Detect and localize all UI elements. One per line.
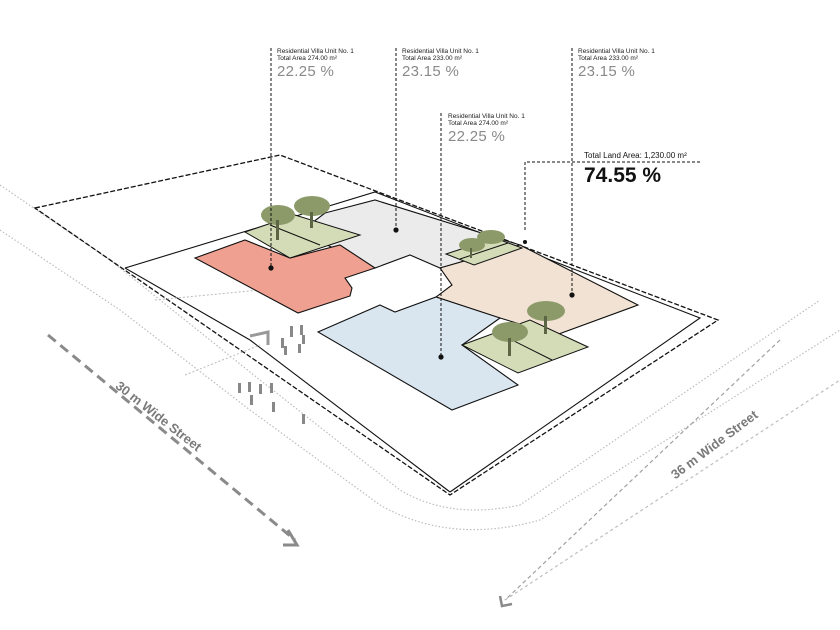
street-edges [0,184,840,601]
unit-percent: 22.25 % [448,127,506,145]
unit-title: Residential Villa Unit No. 1 [578,48,655,55]
unit-area: Total Area 274.00 m² [277,55,337,63]
villa-red-footprint[interactable] [193,239,377,314]
street-arrow-left [47,333,296,542]
unit-label-red: Residential Villa Unit No. 1 Total Area … [277,48,354,80]
leader-lines [270,48,700,357]
unit-area: Total Area 233.00 m² [578,55,638,63]
tree-icons [261,196,565,356]
unit-label-grey: Residential Villa Unit No. 1 Total Area … [402,48,479,80]
arrow-head-right-icon [498,595,513,608]
unit-area: Total Area 233.00 m² [402,55,462,63]
unit-percent: 22.25 % [277,62,335,80]
unit-title: Residential Villa Unit No. 1 [277,48,354,55]
villa-blue-footprint[interactable] [316,296,520,411]
unit-title: Residential Villa Unit No. 1 [402,48,479,55]
total-percent: 74.55 % [584,164,662,187]
people-figures [238,325,305,424]
unit-title: Residential Villa Unit No. 1 [448,113,525,120]
unit-label-beige: Residential Villa Unit No. 1 Total Area … [578,48,655,80]
street-arrow-right [504,339,781,601]
unit-area: Total Area 274.00 m² [448,120,508,128]
leader-dots [268,227,575,360]
total-land-area-text: Total Land Area: 1,230.00 m² [584,151,687,160]
plot-boundary-outer [33,154,720,496]
unit-label-blue: Residential Villa Unit No. 1 Total Area … [448,113,525,145]
unit-percent: 23.15 % [578,62,636,80]
unit-percent: 23.15 % [402,62,460,80]
arrow-head-left-icon [283,529,300,547]
total-land-area-label: Total Land Area: 1,230.00 m² 74.55 % [584,151,687,188]
